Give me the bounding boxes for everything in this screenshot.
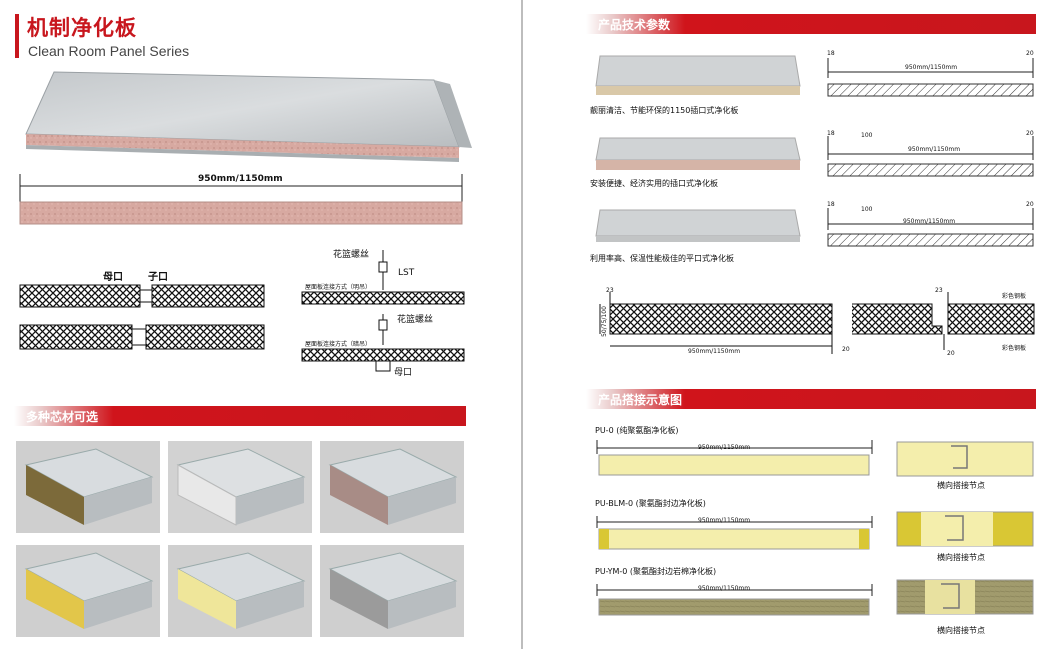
- prod3-right: 20: [1026, 201, 1034, 208]
- prod2-right: 20: [1026, 130, 1034, 137]
- female-joint-label: 母口: [103, 272, 123, 283]
- tech-section-title: 产品技术参数: [598, 18, 671, 32]
- section-top-right: 23: [935, 287, 943, 294]
- exposed-caption: 屋面板连接方式（明吊）: [305, 284, 372, 291]
- male-joint-label: 子口: [148, 272, 168, 283]
- prod2-left: 18: [827, 130, 835, 137]
- core-tile-eps: [168, 441, 312, 533]
- joint-row-pu: [596, 440, 1034, 477]
- joint-section-diagram: [19, 284, 265, 350]
- screw-label-1: 花篮螺丝: [333, 250, 370, 260]
- prod2-caption: 安装便捷、经济实用的插口式净化板: [590, 179, 718, 188]
- section-width: 950mm/1150mm: [688, 348, 741, 355]
- width-dimension-diagram: [19, 174, 463, 225]
- core-section-title: 多种芯材可选: [26, 410, 99, 424]
- core-tile-rock-wool: [16, 441, 160, 533]
- joint2-node: 横向搭接节点: [937, 553, 985, 562]
- joint-section-title: 产品搭接示意图: [598, 393, 683, 407]
- joint-section-header: 产品搭接示意图: [586, 389, 1036, 409]
- steel-top-label: 彩色钢板: [1002, 293, 1027, 300]
- page-subtitle: Clean Room Panel Series: [28, 43, 190, 59]
- product-photo-1: [595, 55, 801, 95]
- roof-connection-diagram: [301, 250, 465, 372]
- steel-bottom-label: 彩色钢板: [1002, 345, 1027, 352]
- joint3-node: 横向搭接节点: [937, 626, 985, 635]
- product-photo-3: [595, 209, 801, 242]
- core-tiles: [16, 441, 464, 637]
- lst-label: LST: [398, 268, 415, 278]
- prod1-width: 950mm/1150mm: [905, 64, 958, 71]
- product-photo-2: [595, 137, 801, 170]
- section-thickness: 50/75/100: [600, 306, 608, 337]
- prod1-left: 18: [827, 50, 835, 57]
- title-accent-bar: [15, 14, 19, 58]
- hero-panel-image: [25, 71, 472, 162]
- core-tile-sandwich-foam: [320, 441, 464, 533]
- product-dimension-3: [827, 208, 1034, 247]
- product-dimension-2: [827, 136, 1034, 177]
- section-bottom: 20: [842, 346, 850, 353]
- joint-row-pu-ym: [596, 579, 1034, 616]
- joint-row-pu-blm: [596, 511, 1034, 550]
- prod2-mid: 100: [861, 132, 873, 139]
- prod1-right: 20: [1026, 50, 1034, 57]
- joint2-width: 950mm/1150mm: [698, 517, 751, 524]
- joint-diagrams: [596, 440, 1034, 616]
- joint3-width: 950mm/1150mm: [698, 585, 751, 592]
- joint3-name: PU-YM-0 (聚氨酯封边岩棉净化板): [595, 567, 717, 576]
- page-divider: [521, 0, 523, 649]
- connection-female-label: 母口: [394, 368, 413, 378]
- joint1-node: 横向搭接节点: [937, 481, 985, 490]
- prod3-caption: 利用率高、保温性能极佳的平口式净化板: [590, 254, 734, 263]
- prod3-width: 950mm/1150mm: [903, 218, 956, 225]
- core-tile-glass-wool: [16, 545, 160, 637]
- product-dimension-1: [827, 58, 1034, 97]
- product-diagrams: [595, 55, 1034, 247]
- section-bottom-right: 20: [947, 350, 955, 357]
- tech-section-header: 产品技术参数: [586, 14, 1036, 34]
- page-title: 机制净化板: [27, 16, 137, 40]
- section-top-left: 23: [606, 287, 614, 294]
- joint2-name: PU-BLM-0 (聚氨酯封边净化板): [595, 499, 706, 508]
- width-label: 950mm/1150mm: [198, 174, 283, 184]
- prod2-width: 950mm/1150mm: [908, 146, 961, 153]
- prod3-left: 18: [827, 201, 835, 208]
- concealed-caption: 屋面板连接方式（暗吊）: [305, 341, 372, 348]
- prod1-caption: 靓丽清洁、节能环保的1150插口式净化板: [590, 106, 739, 115]
- joint1-name: PU-0 (纯聚氨酯净化板): [595, 426, 679, 435]
- core-tile-polyurethane: [168, 545, 312, 637]
- section-dimension-diagram: [599, 292, 1035, 354]
- joint1-width: 950mm/1150mm: [698, 444, 751, 451]
- core-material-grid: [16, 441, 468, 641]
- core-tile-silica-rock: [320, 545, 464, 637]
- core-section-header: 多种芯材可选: [14, 406, 466, 426]
- prod3-mid: 100: [861, 206, 873, 213]
- screw-label-2: 花篮螺丝: [397, 315, 434, 325]
